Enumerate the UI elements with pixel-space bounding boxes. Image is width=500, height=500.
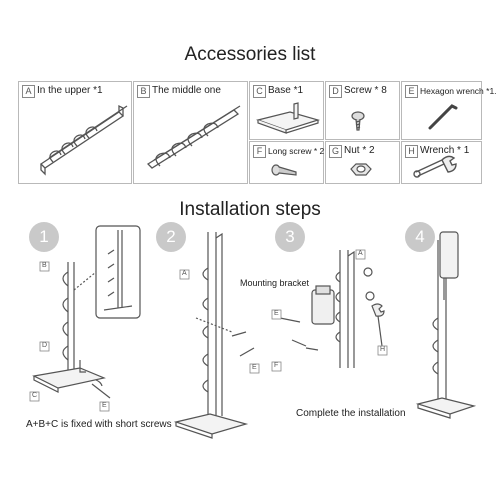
- step-3-frame: [279, 250, 385, 368]
- installation-title: Installation steps: [179, 199, 321, 220]
- step-4-number: 4: [415, 227, 425, 246]
- hexagon-wrench-icon: [428, 104, 458, 130]
- step-4-caption: Complete the installation: [296, 408, 406, 419]
- step-3-number: 3: [285, 227, 295, 246]
- step-4-badge: [405, 222, 435, 252]
- accessory-d-letter: D: [329, 85, 342, 98]
- accessory-h-letter: H: [405, 145, 418, 158]
- accessory-e: E Hexagon wrench *1.: [401, 81, 497, 140]
- accessory-e-label: Hexagon wrench *1.: [420, 86, 497, 96]
- step-2-frame: [173, 232, 255, 439]
- upper-rack-illustration: [39, 104, 128, 176]
- accessory-f: F Long screw * 2: [249, 141, 324, 184]
- accessory-a: A In the upper *1: [18, 81, 132, 184]
- step-3-badge: [275, 222, 305, 252]
- accessories-title: Accessories list: [184, 44, 316, 65]
- accessory-b-label: The middle one: [152, 85, 221, 96]
- step-1-letter-b: B: [42, 262, 47, 269]
- screw-icon: [351, 111, 365, 131]
- accessory-c: C Base *1: [249, 81, 324, 140]
- step-1-letter-d: D: [42, 342, 48, 349]
- middle-rack-illustration: [146, 105, 241, 169]
- mounting-bracket-label: Mounting bracket: [240, 278, 310, 288]
- accessory-d-label: Screw * 8: [344, 85, 387, 96]
- accessory-h: H Wrench * 1: [401, 141, 482, 184]
- accessory-e-letter: E: [405, 85, 418, 98]
- step-3-letter-e: E: [274, 310, 279, 317]
- accessory-h-label: Wrench * 1: [420, 145, 470, 156]
- accessory-c-letter: C: [253, 85, 266, 98]
- step-3-letter-a: A: [358, 250, 363, 257]
- accessory-a-label: In the upper *1: [37, 85, 103, 96]
- long-screw-icon: [271, 164, 297, 176]
- step-1-badge: [29, 222, 59, 252]
- accessory-d: D Screw * 8: [325, 81, 400, 140]
- accessory-c-label: Base *1: [268, 85, 304, 96]
- base-plate-illustration: [255, 102, 321, 134]
- step-1-number: 1: [39, 227, 49, 246]
- step-1-letter-c: C: [32, 392, 38, 399]
- accessory-a-letter: A: [22, 85, 35, 98]
- wrench-icon: [413, 155, 457, 178]
- step-3-letter-h: H: [380, 346, 386, 353]
- step-3-letter-f: F: [274, 362, 279, 369]
- step-2-badge: [156, 222, 186, 252]
- nut-icon: [350, 163, 372, 176]
- accessory-g-label: Nut * 2: [344, 145, 375, 156]
- accessory-b: B The middle one: [133, 81, 248, 184]
- step-1-letter-e: E: [102, 402, 107, 409]
- step-2-letter-e: E: [252, 364, 257, 371]
- step-1-rack: [32, 262, 111, 399]
- accessory-g: G Nut * 2: [325, 141, 400, 184]
- accessory-f-letter: F: [253, 145, 266, 158]
- step-2-number: 2: [166, 227, 176, 246]
- accessory-b-letter: B: [137, 85, 150, 98]
- step-4-assembled: [415, 231, 477, 419]
- accessory-g-letter: G: [329, 145, 342, 158]
- step-1-caption: A+B+C is fixed with short screws: [26, 419, 172, 430]
- step-1-detail-inset: [73, 225, 141, 319]
- accessory-f-label: Long screw * 2: [268, 146, 325, 156]
- step-2-letter-a: A: [182, 270, 187, 277]
